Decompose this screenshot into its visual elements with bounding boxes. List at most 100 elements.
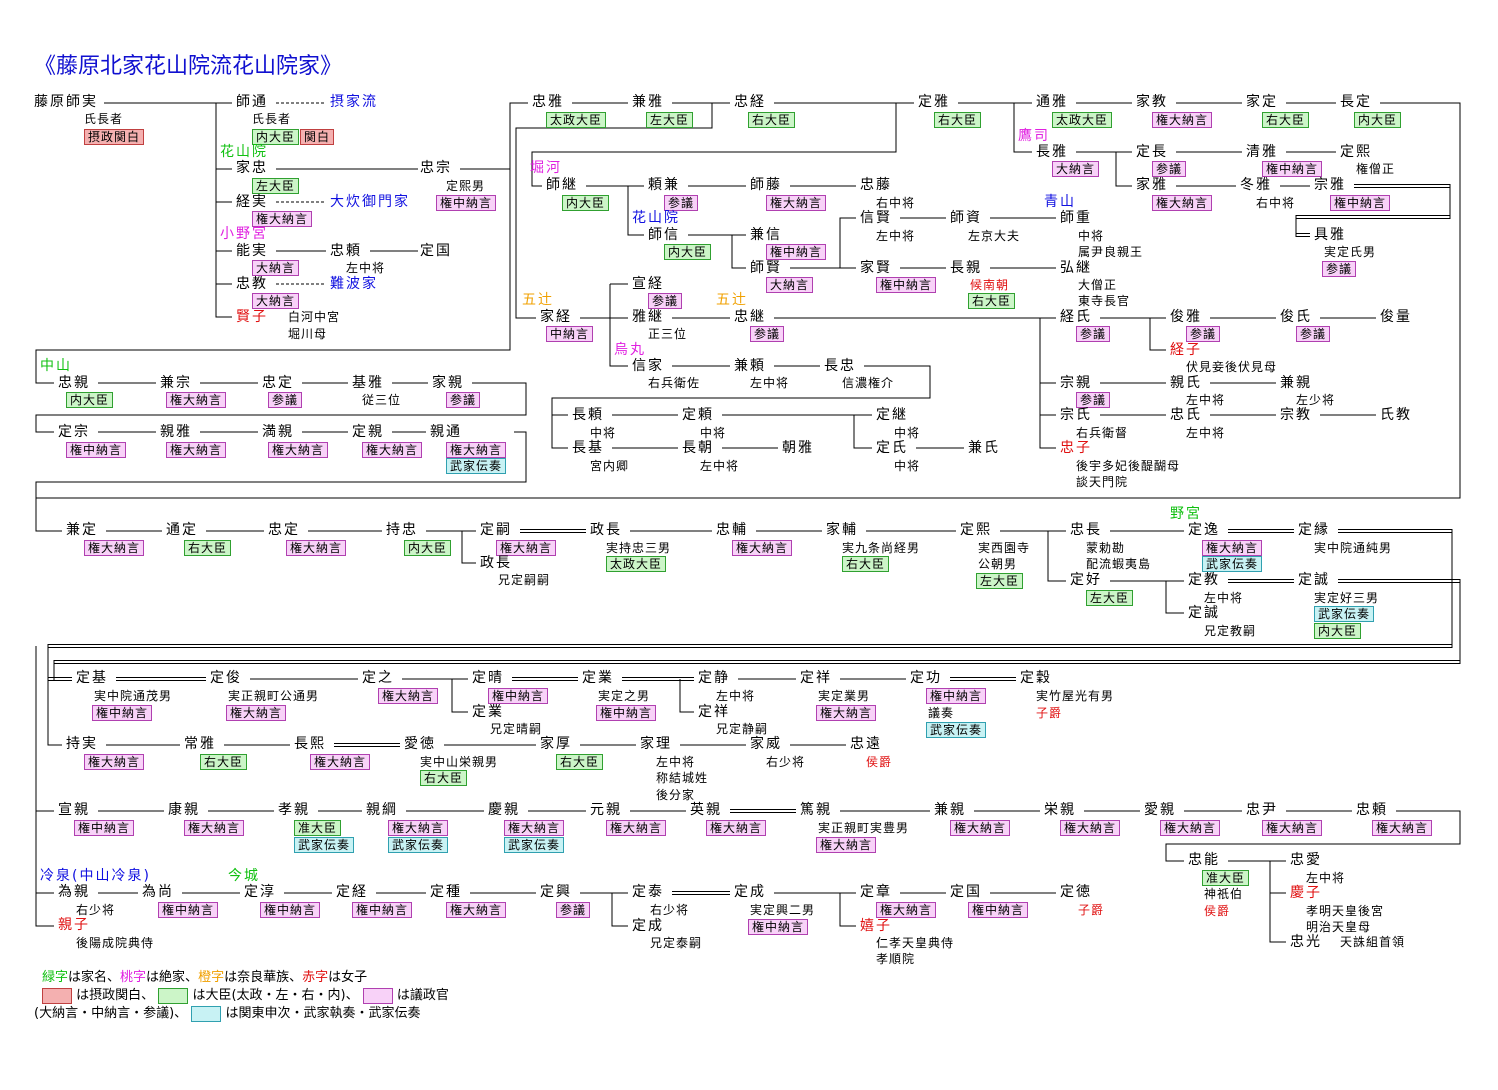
person-note: 氏長者 bbox=[252, 112, 292, 126]
lineage-line bbox=[679, 679, 694, 713]
office-badge: 准大臣 bbox=[294, 820, 342, 836]
lineage-line bbox=[1295, 187, 1451, 237]
person-name: 定継 bbox=[876, 407, 908, 423]
legend-regent-desc: は摂政関白、 bbox=[76, 988, 155, 1003]
person-note: 信濃権介 bbox=[842, 376, 895, 390]
person-name: 定逸 bbox=[1188, 522, 1220, 538]
office-badge: 准大臣 bbox=[1202, 870, 1250, 886]
office-badge: 権大納言 bbox=[184, 820, 245, 836]
legend-extinct-label: 桃字 bbox=[120, 970, 147, 985]
person-name: 兼定 bbox=[66, 522, 98, 538]
person-note: 左京大夫 bbox=[968, 229, 1021, 243]
office-badge: 右大臣 bbox=[934, 112, 982, 128]
person-note: 右中将 bbox=[876, 196, 916, 210]
office-badge: 武家伝奏 bbox=[446, 458, 507, 474]
lineage-line bbox=[1269, 861, 1286, 943]
lineage-line bbox=[47, 679, 62, 746]
office-badge: 権中納言 bbox=[748, 919, 809, 935]
office-badge: 太政大臣 bbox=[606, 556, 667, 572]
person-name: 清雅 bbox=[1246, 144, 1278, 160]
person-name: 宗雅 bbox=[1314, 177, 1346, 193]
person-note: 実定氏男 bbox=[1324, 245, 1377, 259]
lineage-line bbox=[47, 529, 1453, 678]
office-badge: 内大臣 bbox=[1314, 623, 1362, 639]
legend-nara-desc: は奈良華族、 bbox=[224, 970, 303, 985]
person-name: 忠定 bbox=[268, 522, 300, 538]
legend-house-desc: は家名、 bbox=[68, 970, 121, 985]
office-badge: 権大納言 bbox=[252, 211, 313, 227]
office-badge: 権中納言 bbox=[436, 195, 497, 211]
person-name: 慶子 bbox=[1290, 885, 1322, 901]
person-name: 兼雅 bbox=[632, 94, 664, 110]
person-name: 定宗 bbox=[58, 424, 90, 440]
person-name: 氏教 bbox=[1380, 407, 1412, 423]
person-name: 篤親 bbox=[800, 802, 832, 818]
person-name: 定嗣 bbox=[480, 522, 512, 538]
office-badge: 右大臣 bbox=[842, 556, 890, 572]
office-badge: 内大臣 bbox=[1354, 112, 1402, 128]
person-name: 家厚 bbox=[540, 736, 572, 752]
office-badge: 右大臣 bbox=[184, 540, 232, 556]
person-name: 師信 bbox=[648, 227, 680, 243]
person-name: 定穀 bbox=[1020, 670, 1052, 686]
person-name: 定晴 bbox=[472, 670, 504, 686]
person-name: 定功 bbox=[910, 670, 942, 686]
person-name: 親通 bbox=[430, 424, 462, 440]
person-name: 定之 bbox=[362, 670, 394, 686]
person-note: 中将 bbox=[894, 426, 921, 440]
person-name: 親綱 bbox=[366, 802, 398, 818]
person-note: 実中院通純男 bbox=[1314, 541, 1393, 555]
person-note: 左中将 bbox=[1186, 426, 1226, 440]
person-name: 長頼 bbox=[572, 407, 604, 423]
person-note: 左中将 bbox=[876, 229, 916, 243]
office-badge: 内大臣 bbox=[404, 540, 452, 556]
person-name: 持忠 bbox=[386, 522, 418, 538]
person-name: 忠経 bbox=[734, 94, 766, 110]
person-name: 家教 bbox=[1136, 94, 1168, 110]
person-name: 俊量 bbox=[1380, 309, 1412, 325]
person-name: 長朝 bbox=[682, 440, 714, 456]
office-badge: 権中納言 bbox=[1330, 195, 1391, 211]
legend-extinct-desc: は絶家、 bbox=[146, 970, 199, 985]
person-note: 氏長者 bbox=[84, 112, 124, 126]
person-name: 師賢 bbox=[750, 260, 782, 276]
person-name: 定国 bbox=[420, 243, 452, 259]
lineage-line bbox=[460, 102, 528, 170]
office-badge: 大納言 bbox=[252, 293, 300, 309]
person-name: 定章 bbox=[860, 884, 892, 900]
person-name: 摂家流 bbox=[330, 94, 378, 110]
page-title: 《藤原北家花山院流花山院家》 bbox=[34, 54, 343, 79]
office-badge: 参議 bbox=[1322, 261, 1357, 277]
lineage-line bbox=[35, 382, 527, 433]
office-badge: 権大納言 bbox=[1372, 820, 1433, 836]
person-name: 定教 bbox=[1188, 572, 1220, 588]
person-name: 忠能 bbox=[1188, 852, 1220, 868]
office-badge: 太政大臣 bbox=[546, 112, 607, 128]
person-name: 定興 bbox=[540, 884, 572, 900]
person-name: 慶親 bbox=[488, 802, 520, 818]
office-badge: 権大納言 bbox=[1152, 112, 1213, 128]
person-name: 定経 bbox=[336, 884, 368, 900]
person-name: 家雅 bbox=[1136, 177, 1168, 193]
office-badge: 権大納言 bbox=[876, 902, 937, 918]
person-name: 親子 bbox=[58, 917, 90, 933]
person-note: 公朝男 bbox=[978, 557, 1018, 571]
person-name: 賢子 bbox=[236, 309, 268, 325]
person-name: 信家 bbox=[632, 358, 664, 374]
office-badge: 権大納言 bbox=[310, 754, 371, 770]
person-note: 中将 bbox=[1078, 229, 1105, 243]
person-note: 中将 bbox=[590, 426, 617, 440]
person-name: 今城 bbox=[228, 868, 260, 884]
person-name: 忠愛 bbox=[1290, 852, 1322, 868]
person-name: 小野宮 bbox=[220, 226, 268, 242]
lineage-line bbox=[35, 646, 54, 812]
person-name: 定種 bbox=[430, 884, 462, 900]
person-name: 能実 bbox=[236, 243, 268, 259]
person-note: 実中院通茂男 bbox=[94, 689, 173, 703]
person-name: 師通 bbox=[236, 94, 268, 110]
person-note: 兄定教嗣 bbox=[1204, 624, 1257, 638]
office-badge: 中納言 bbox=[546, 326, 594, 342]
legend-councilor-desc-2: (大納言・中納言・参議)、 bbox=[34, 1006, 188, 1021]
